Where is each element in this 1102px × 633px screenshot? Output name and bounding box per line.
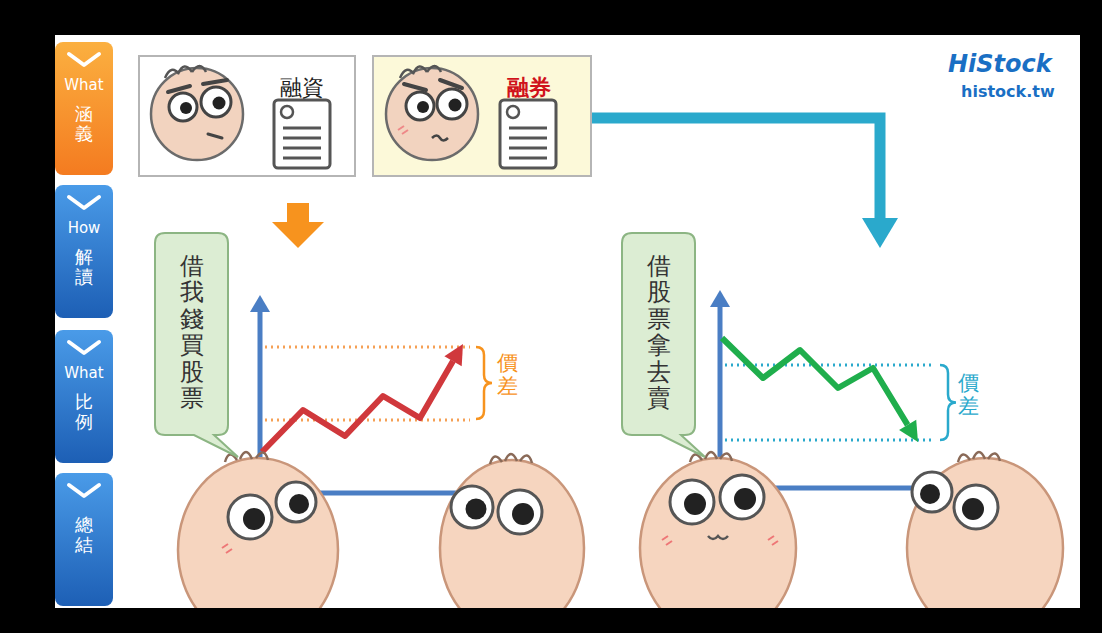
- price-gap-label: 價差: [497, 352, 518, 398]
- eye: [451, 486, 493, 528]
- arrow-head: [862, 218, 898, 248]
- pupil: [243, 508, 265, 530]
- pupil: [289, 494, 309, 514]
- guide-line: [265, 346, 470, 349]
- price-line: [722, 338, 908, 425]
- tab-label: 解讀: [75, 247, 93, 287]
- gear-icon: [507, 106, 519, 118]
- bubble-text: 借股票拿去賣: [647, 253, 671, 411]
- tab-label: How: [68, 219, 101, 237]
- bubble-outline: [155, 233, 238, 457]
- pupil: [962, 498, 984, 520]
- guide-line: [725, 364, 935, 367]
- term-box: 融資: [138, 55, 356, 177]
- speech-bubble: 借我錢買股票: [155, 233, 228, 435]
- box-fill: [138, 55, 356, 177]
- pupil: [734, 488, 756, 510]
- pupil: [920, 484, 940, 504]
- eye: [437, 89, 467, 119]
- price-gap-label: 價差: [958, 372, 979, 418]
- gear-icon: [281, 106, 293, 118]
- mouth: [708, 536, 728, 539]
- document-lines: [283, 128, 321, 158]
- mouth: [432, 136, 448, 141]
- face: [386, 68, 478, 160]
- down-arrow: [272, 203, 324, 248]
- nav-tab: How 解讀: [55, 185, 113, 318]
- chevron-icon: [55, 189, 113, 215]
- tab-label: 涵義: [75, 104, 93, 144]
- brace: [476, 347, 492, 419]
- chevron-icon: [55, 46, 113, 72]
- pupil: [213, 97, 226, 110]
- blush: [662, 536, 778, 545]
- chevron-icon: [55, 334, 113, 360]
- bubble-text: 借我錢買股票: [180, 253, 204, 411]
- face: [151, 68, 243, 160]
- document-lines: [509, 128, 547, 158]
- mouth: [208, 134, 222, 138]
- pupil: [449, 99, 462, 112]
- document-icon: [274, 100, 330, 168]
- brace: [940, 365, 956, 440]
- nav-tab: 總結: [55, 473, 113, 606]
- speech-bubble: 借股票拿去賣: [622, 233, 695, 435]
- elbow-arrow: [592, 118, 880, 222]
- price-line: [262, 361, 453, 452]
- person-head: [440, 460, 584, 608]
- price-arrow: [899, 420, 918, 442]
- eye: [498, 490, 542, 534]
- axis-head: [710, 290, 730, 307]
- chevron-icon: [69, 342, 99, 353]
- box-fill: [372, 55, 592, 177]
- eye: [406, 92, 434, 120]
- tab-label: 總結: [75, 515, 93, 555]
- chevron-icon: [69, 54, 99, 65]
- chevron-icon: [55, 477, 113, 503]
- eye: [276, 482, 316, 522]
- pupil: [512, 503, 534, 525]
- person-head: [178, 458, 338, 608]
- eye: [720, 475, 764, 519]
- eye: [228, 495, 272, 539]
- chevron-icon: [69, 197, 99, 208]
- eye: [201, 87, 231, 117]
- tab-label: 比例: [75, 392, 93, 432]
- guide-line: [725, 439, 935, 442]
- term-box: 融券: [372, 55, 592, 177]
- chevron-icon: [69, 485, 99, 496]
- blush: [222, 544, 232, 553]
- artwork: [138, 55, 1063, 608]
- price-arrow: [444, 344, 463, 366]
- logo-text: HiStock: [948, 50, 1052, 78]
- bubble-outline: [622, 233, 705, 457]
- logo-url: histock.tw: [961, 82, 1055, 101]
- eye: [169, 93, 197, 121]
- tab-label: What: [64, 364, 103, 382]
- bubble-outline: [622, 233, 719, 465]
- person-head: [907, 458, 1063, 608]
- pupil: [417, 101, 429, 113]
- hair: [165, 66, 206, 78]
- nav-tab: What 比例: [55, 330, 113, 463]
- tab-label: What: [64, 76, 103, 94]
- axis-head: [250, 295, 270, 312]
- document-icon: [500, 100, 556, 168]
- pupil: [466, 499, 487, 520]
- term-label: 融券: [507, 73, 551, 103]
- hair: [400, 66, 441, 78]
- pupil: [684, 493, 706, 515]
- bubble-outline: [155, 233, 252, 465]
- hair: [958, 452, 1000, 462]
- eye: [670, 480, 714, 524]
- pupil: [180, 102, 192, 114]
- hair: [490, 454, 532, 464]
- nav-tab: What 涵義: [55, 42, 113, 175]
- person-head: [640, 458, 796, 608]
- blush: [398, 126, 408, 134]
- eye: [912, 472, 952, 512]
- eye: [954, 485, 998, 529]
- term-label: 融資: [280, 73, 324, 103]
